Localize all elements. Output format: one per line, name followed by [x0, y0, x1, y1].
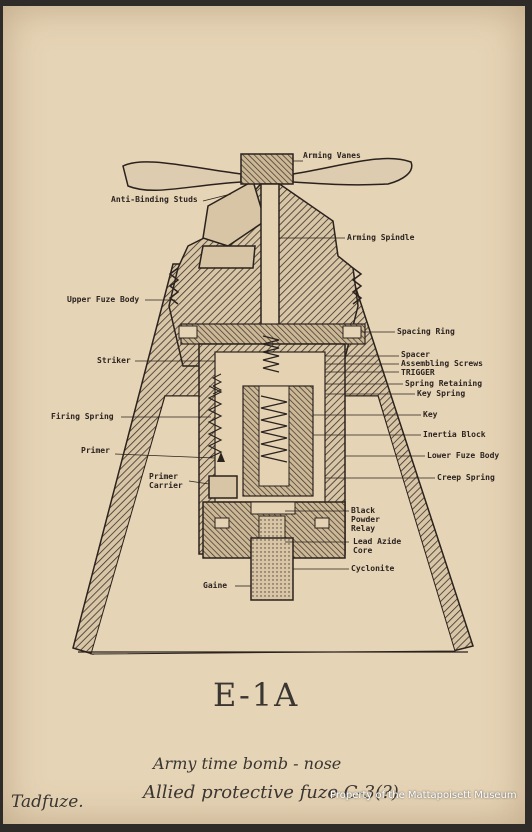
label-striker: Striker	[97, 356, 131, 365]
leader-lines	[114, 160, 435, 587]
label-cyclonite: Cyclonite	[351, 564, 395, 573]
paper-sheet: Arming Vanes Anti-Binding Studs Arming S…	[3, 6, 525, 824]
label-lower-fuze-body: Lower Fuze Body	[427, 451, 500, 460]
museum-watermark: Property of the Mattapoisett Museum	[330, 790, 517, 801]
label-arming-vanes: Arming Vanes	[303, 151, 361, 160]
label-spacing-ring: Spacing Ring	[397, 327, 455, 336]
label-key: Key	[423, 410, 438, 419]
label-gaine: Gaine	[203, 581, 228, 590]
label-creep-spring: Creep Spring	[437, 473, 495, 482]
handwritten-model-number: E-1A	[213, 676, 300, 714]
handwritten-note-line2: Allied protective fuze C-3(?)	[143, 782, 399, 803]
handwritten-note-left: Tadfuze.	[11, 792, 84, 812]
fuze-cross-section-diagram	[72, 153, 474, 655]
arming-vanes-shape	[122, 153, 413, 191]
label-anti-binding-studs: Anti-Binding Studs	[111, 195, 198, 204]
label-primer: Primer	[81, 446, 110, 455]
label-primer-carrier: Primer Carrier	[149, 472, 183, 490]
label-arming-spindle: Arming Spindle	[347, 233, 415, 242]
label-firing-spring: Firing Spring	[51, 412, 114, 421]
label-key-spring: Key Spring	[417, 389, 466, 398]
label-spring-retaining: Spring Retaining	[405, 379, 483, 388]
label-spacer: Spacer	[401, 350, 430, 359]
gaine-shape	[250, 537, 294, 601]
label-black-powder-relay: Black Powder Relay	[351, 506, 380, 533]
label-lead-azide-core: Lead Azide Core	[353, 537, 402, 555]
label-trigger: TRIGGER	[401, 368, 435, 377]
label-inertia-block: Inertia Block	[423, 430, 486, 439]
anti-binding-stud-block	[202, 179, 266, 247]
label-upper-fuze-body: Upper Fuze Body	[67, 295, 140, 304]
label-assembling-screws: Assembling Screws	[401, 359, 483, 368]
handwritten-note-line1: Army time bomb - nose	[153, 754, 342, 773]
stud-base	[198, 245, 256, 269]
